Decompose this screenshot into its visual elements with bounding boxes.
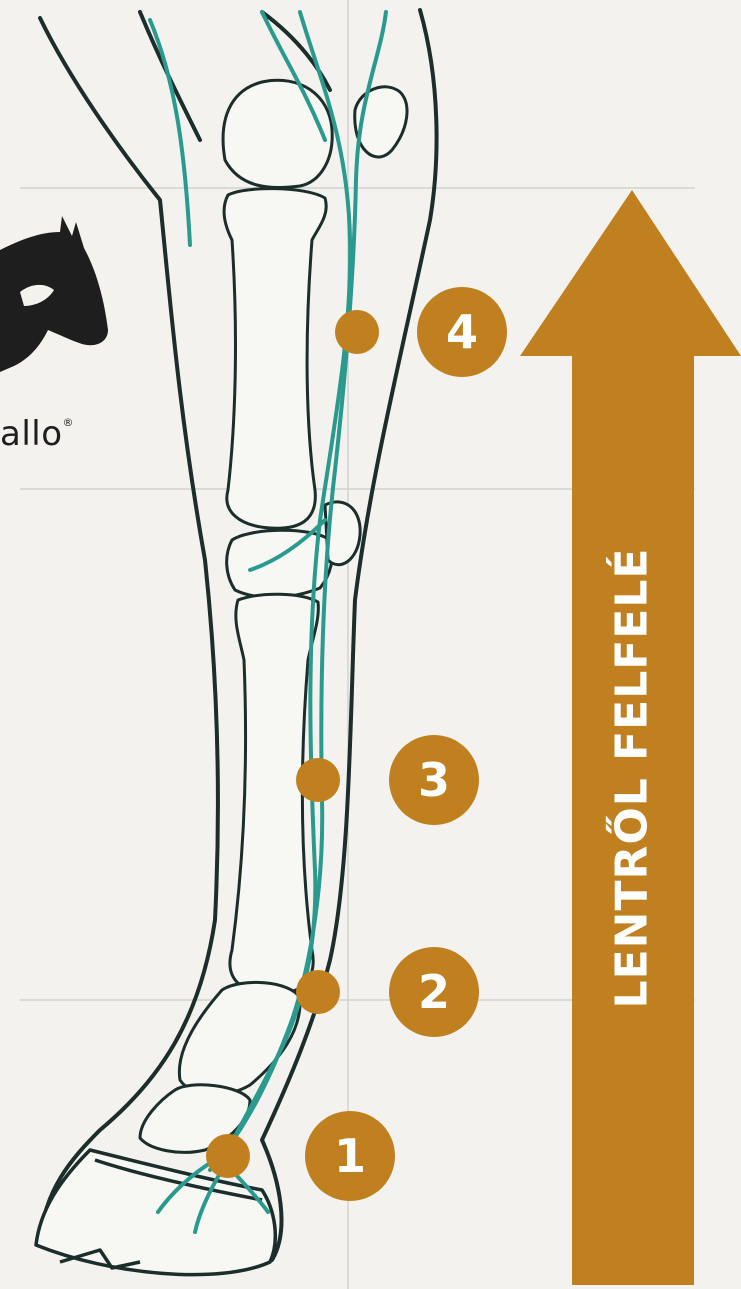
point-dot-4	[335, 310, 379, 354]
long-pastern-bone	[179, 982, 300, 1094]
upper-joint-bone	[223, 80, 332, 187]
horse-head-icon	[0, 216, 108, 372]
arrow-label: LENTRŐL FELFELÉ	[607, 548, 658, 1009]
bones	[140, 80, 407, 1152]
point-dot-1	[206, 1134, 250, 1178]
registered-mark: ®	[63, 416, 75, 429]
point-dot-2	[296, 970, 340, 1014]
marker-1-label: 1	[305, 1111, 395, 1201]
cannon-upper-bone	[224, 189, 326, 529]
marker-4-label: 4	[417, 287, 507, 377]
brand-name: allo®	[0, 414, 74, 454]
marker-2-label: 2	[389, 947, 479, 1037]
marker-3-label: 3	[389, 735, 479, 825]
point-dot-3	[296, 758, 340, 802]
brand-name-fragment: allo	[0, 414, 63, 454]
